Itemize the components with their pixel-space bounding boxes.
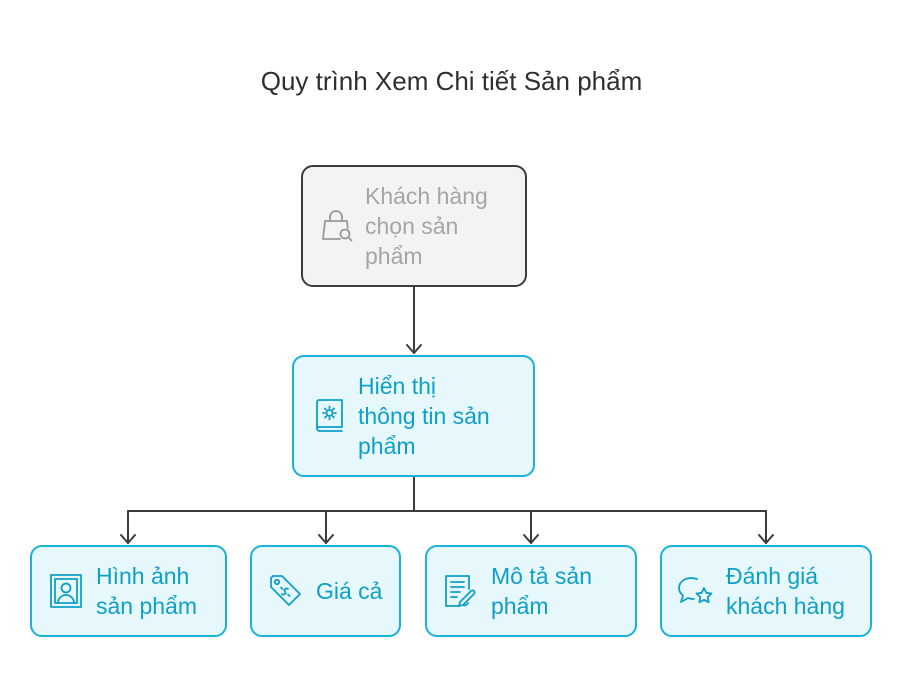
arrowhead-child-4 [758, 534, 774, 544]
node-label: Hình ảnh sản phẩm [96, 561, 197, 621]
arrowhead-child-2 [318, 534, 334, 544]
label-line: thông tin sản [358, 403, 490, 429]
speech-bubble-star-icon [676, 573, 716, 609]
label-line: Khách hàng [365, 183, 488, 209]
label-line: khách hàng [726, 593, 845, 619]
label-line: phẩm [491, 593, 549, 619]
portrait-frame-icon [46, 573, 86, 609]
label-line: chọn sản [365, 213, 459, 239]
node-product-description: Mô tả sản phẩm [425, 545, 637, 637]
label-line: phẩm [365, 243, 423, 269]
node-label: Giá cả [316, 576, 382, 606]
node-price: Giá cả [250, 545, 401, 637]
node-label: Đánh giá khách hàng [726, 561, 845, 621]
shopping-bag-search-icon [315, 208, 357, 244]
label-line: Mô tả sản [491, 563, 592, 589]
arrowhead-child-1 [120, 534, 136, 544]
label-line: Hình ảnh [96, 563, 190, 589]
node-customer-selects-product: Khách hàng chọn sản phẩm [301, 165, 527, 287]
node-customer-reviews: Đánh giá khách hàng [660, 545, 872, 637]
arrowhead-middle [406, 344, 422, 354]
book-gear-icon [310, 397, 350, 435]
document-pen-icon [441, 573, 481, 609]
label-line: sản phẩm [96, 593, 198, 619]
node-label: Mô tả sản phẩm [491, 561, 592, 621]
node-label: Hiển thị thông tin sản phẩm [358, 371, 490, 461]
diagram-title: Quy trình Xem Chi tiết Sản phẩm [260, 66, 643, 96]
label-line: Hiển thị [358, 373, 436, 399]
label-line: Đánh giá [726, 563, 819, 589]
label-line: Giá cả [316, 578, 383, 604]
arrowhead-child-3 [523, 534, 539, 544]
price-tag-icon [266, 573, 306, 609]
label-line: phẩm [358, 433, 416, 459]
node-display-product-info: Hiển thị thông tin sản phẩm [292, 355, 535, 477]
node-product-images: Hình ảnh sản phẩm [30, 545, 227, 637]
node-label: Khách hàng chọn sản phẩm [365, 181, 488, 271]
